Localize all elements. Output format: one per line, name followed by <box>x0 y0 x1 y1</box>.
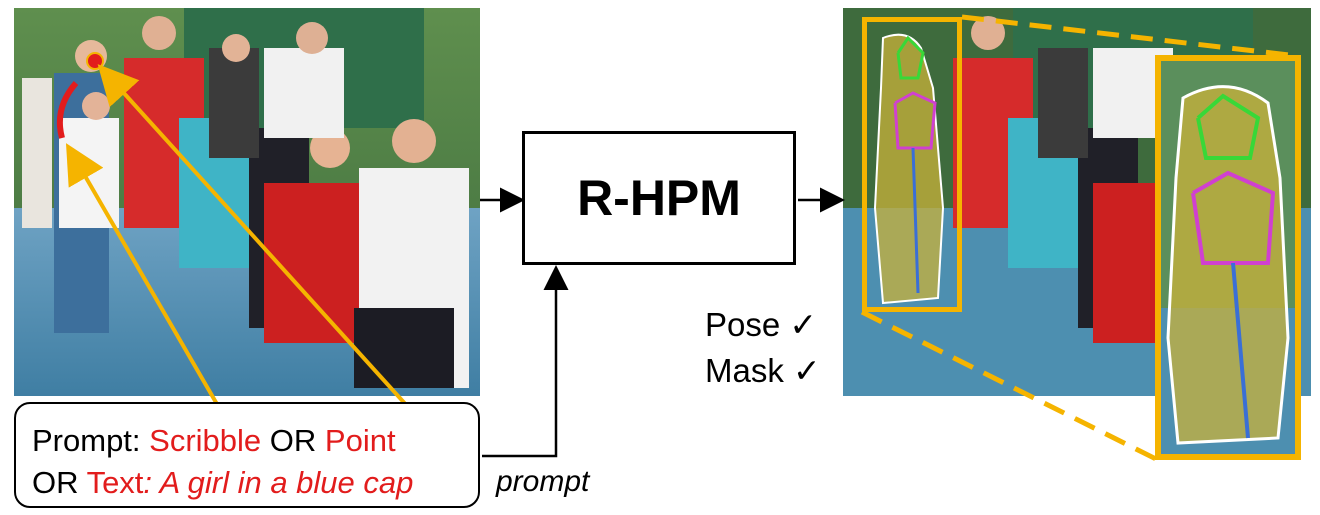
zoom-connector-bottom <box>860 309 1160 463</box>
arrow-prompt-to-model <box>482 265 569 458</box>
segmented-person-small <box>873 33 945 305</box>
input-photo <box>14 8 480 396</box>
highlight-box-zoom <box>1155 55 1301 460</box>
prompt-text-label: Text <box>86 465 144 500</box>
prompt-point: Point <box>324 423 396 458</box>
prompt-text-value: : A girl in a blue cap <box>143 465 414 500</box>
prompt-scribble: Scribble <box>149 423 262 458</box>
highlight-box-small <box>862 17 962 312</box>
prompt-box: Prompt: Scribble OR Point OR Text: A gir… <box>14 402 480 508</box>
yellow-arrow-scribble <box>65 143 227 420</box>
prompt-arrow-label: prompt <box>496 465 590 498</box>
zoom-inset <box>1158 58 1298 458</box>
model-box: R-HPM <box>522 131 796 265</box>
prompt-or-2: OR <box>32 465 79 500</box>
mask-check-label: Mask ✓ <box>705 352 821 389</box>
prompt-prefix: Prompt: <box>32 423 141 458</box>
people-group <box>22 16 469 388</box>
prompt-line-2: OR Text: A girl in a blue cap <box>32 462 478 504</box>
prompt-or-1: OR <box>269 423 317 458</box>
zoom-connector-top <box>961 14 1299 59</box>
pose-check-label: Pose ✓ <box>705 306 818 343</box>
yellow-arrow-point <box>97 64 420 420</box>
scribble-mark <box>56 81 79 139</box>
model-label: R-HPM <box>577 170 741 226</box>
prompt-line-1: Prompt: Scribble OR Point <box>32 420 478 462</box>
people-group-output <box>953 16 1193 343</box>
